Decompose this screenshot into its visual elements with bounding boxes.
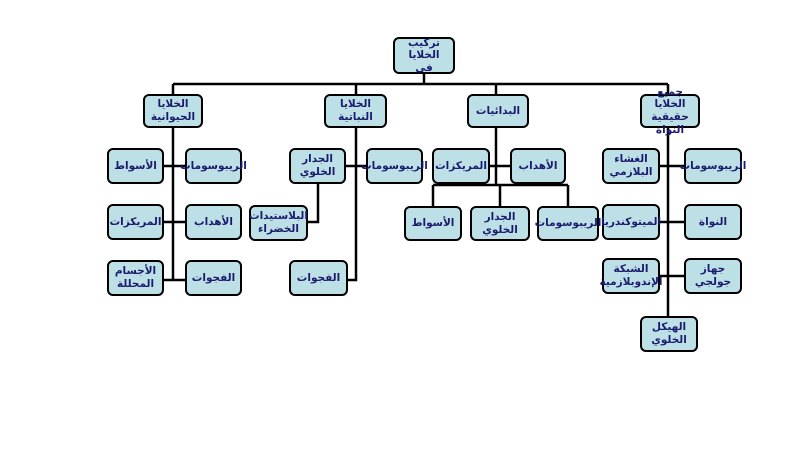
eukaryote-golgi: جهاز جولجي [684, 258, 742, 294]
plant-vacuoles: الفجوات [289, 260, 348, 296]
connector [348, 128, 358, 282]
plant-ribosomes: الريبوسومات [361, 148, 428, 184]
eukaryote-header: جميع الخلايا حقيقية النواة [640, 86, 700, 136]
prokaryote-centrioles: المريكزات [432, 148, 490, 184]
animal-flagella: الأسواط [107, 148, 164, 184]
plant-cell-wall: الجدار الخلوي [289, 148, 346, 184]
plant-chloroplasts: البلاستيدات الخضراء [249, 205, 308, 241]
animal-lysosomes: الأجسام المحللة [107, 260, 164, 296]
eukaryote-plasma-membrane: الغشاء البلازمي [602, 148, 660, 184]
prokaryote-vacuoles: الأسواط [404, 206, 462, 241]
prokaryote-flagella: الأهداب [510, 148, 566, 184]
animal-vacuoles: الفجوات [185, 260, 242, 296]
eukaryote-nucleus: النواة [684, 204, 742, 240]
connector [308, 184, 320, 224]
animal-cilia: الأهداب [185, 204, 242, 240]
eukaryote-ribosomes: الريبوسومات [680, 148, 746, 184]
animal-ribosomes: الريبوسومات [180, 148, 247, 184]
prokaryote-ribosomes: الريبوسومات [535, 206, 601, 241]
prokaryote-cell-wall: الجدار الخلوي [470, 206, 530, 241]
prokaryote-header: البدائيات [467, 94, 529, 128]
animal-centrioles: المريكزات [107, 204, 164, 240]
animal-header: الخلايا الحيوانية [143, 94, 203, 128]
eukaryote-cytoskeleton: الهيكل الخلوي [640, 316, 698, 352]
plant-header: الخلايا النباتية [324, 94, 387, 128]
eukaryote-mitochondria: الميتوكندريا [601, 204, 661, 240]
eukaryote-endoplasmic-reticulum: الشبكة الإندوبلازمية [599, 258, 663, 294]
root-node: تركيب الخلايا في [393, 37, 455, 74]
